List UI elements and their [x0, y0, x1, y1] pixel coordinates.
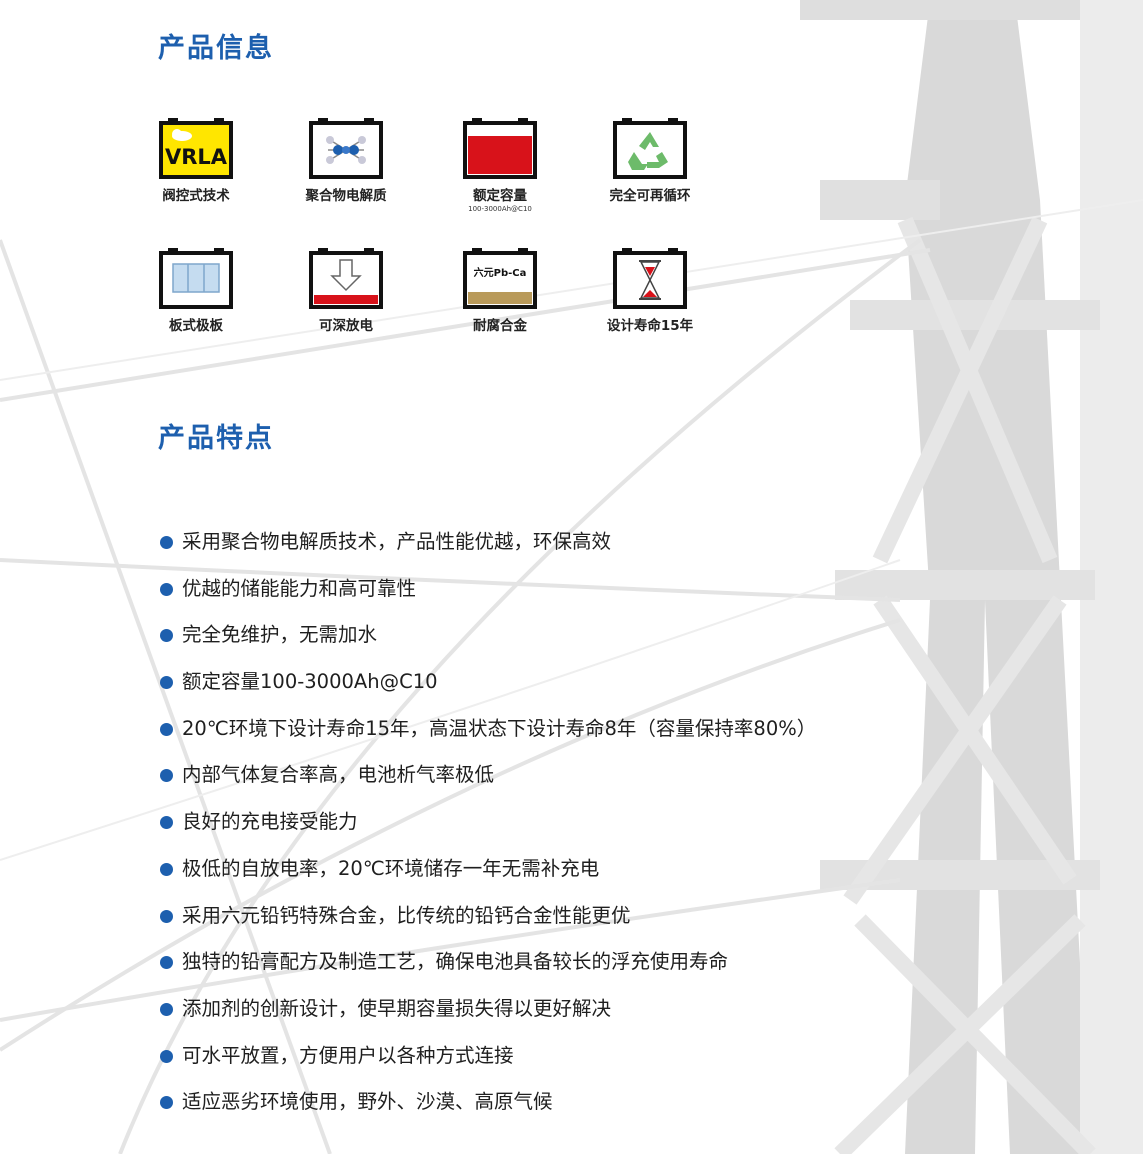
icon-label: 聚合物电解质: [305, 188, 387, 204]
feature-text: 额定容量100-3000Ah@C10: [182, 670, 438, 694]
capacity-battery-icon: [463, 118, 537, 179]
bullet-dot-icon: [160, 722, 173, 736]
icon-label: 设计寿命15年: [606, 318, 694, 334]
icon-cell-polymer: 聚合物电解质: [286, 116, 406, 204]
feature-text: 适应恶劣环境使用，野外、沙漠、高原气候: [182, 1090, 553, 1114]
feature-item: 适应恶劣环境使用，野外、沙漠、高原气候: [160, 1086, 816, 1133]
polymer-molecule-battery-icon: [309, 118, 383, 179]
feature-text: 内部气体复合率高，电池析气率极低: [182, 763, 495, 787]
icon-cell-capacity: 额定容量 100-3000Ah@C10: [440, 116, 560, 213]
alloy-battery-icon: 六元Pb-Ca: [463, 248, 537, 309]
feature-text: 完全免维护，无需加水: [182, 623, 378, 647]
feature-item: 采用聚合物电解质技术，产品性能优越，环保高效: [160, 526, 816, 573]
product-features-title: 产品特点: [158, 423, 274, 454]
feature-item: 极低的自放电率，20℃环境储存一年无需补充电: [160, 853, 816, 900]
icon-label: 板式极板: [169, 318, 223, 334]
feature-text: 优越的储能能力和高可靠性: [182, 576, 417, 600]
bullet-dot-icon: [160, 582, 173, 596]
icon-cell-alloy: 六元Pb-Ca 耐腐合金: [440, 246, 560, 334]
icon-cell-lifespan: 设计寿命15年: [590, 246, 710, 334]
hourglass-battery-icon: [613, 248, 687, 309]
icon-cell-deep-discharge: 可深放电: [286, 246, 406, 334]
icon-label: 完全可再循环: [609, 188, 691, 204]
bullet-dot-icon: [160, 956, 173, 970]
feature-text: 良好的充电接受能力: [182, 810, 358, 834]
vrla-battery-icon: VRLA: [159, 118, 233, 179]
feature-item: 添加剂的创新设计，使早期容量损失得以更好解决: [160, 993, 816, 1040]
product-info-icon-grid: VRLA 阀控式技术 聚合物电解质: [136, 116, 776, 346]
bullet-dot-icon: [160, 1096, 173, 1110]
icon-sublabel: 100-3000Ah@C10: [468, 205, 532, 213]
feature-item: 内部气体复合率高，电池析气率极低: [160, 759, 816, 806]
feature-item: 采用六元铅钙特殊合金，比传统的铅钙合金性能更优: [160, 900, 816, 947]
icon-cell-vrla: VRLA 阀控式技术: [136, 116, 256, 204]
icon-cell-plate: 板式极板: [136, 246, 256, 334]
feature-item: 额定容量100-3000Ah@C10: [160, 666, 816, 713]
vrla-badge-text: VRLA: [165, 145, 228, 169]
recycle-battery-icon: [613, 118, 687, 179]
alloy-badge-text: 六元Pb-Ca: [474, 266, 527, 279]
bullet-dot-icon: [160, 536, 173, 549]
feature-text: 采用聚合物电解质技术，产品性能优越，环保高效: [182, 530, 612, 553]
icon-cell-recycle: 完全可再循环: [590, 116, 710, 204]
deep-discharge-battery-icon: [309, 248, 383, 309]
feature-item: 完全免维护，无需加水: [160, 619, 816, 666]
feature-text: 添加剂的创新设计，使早期容量损失得以更好解决: [182, 996, 612, 1020]
feature-text: 极低的自放电率，20℃环境储存一年无需补充电: [182, 856, 600, 880]
plate-battery-icon: [159, 248, 233, 309]
feature-item: 优越的储能能力和高可靠性: [160, 573, 816, 620]
icon-label: 阀控式技术: [162, 188, 230, 204]
feature-text: 采用六元铅钙特殊合金，比传统的铅钙合金性能更优: [182, 903, 631, 927]
feature-text: 独特的铅膏配方及制造工艺，确保电池具备较长的浮充使用寿命: [182, 950, 729, 974]
feature-item: 可水平放置，方便用户以各种方式连接: [160, 1040, 816, 1087]
feature-item: 独特的铅膏配方及制造工艺，确保电池具备较长的浮充使用寿命: [160, 946, 816, 993]
feature-item: 良好的充电接受能力: [160, 806, 816, 853]
feature-text: 20℃环境下设计寿命15年，高温状态下设计寿命8年（容量保持率80%）: [182, 716, 817, 740]
icon-label: 额定容量: [473, 188, 527, 204]
feature-list: 采用聚合物电解质技术，产品性能优越，环保高效 优越的储能能力和高可靠性 完全免维…: [160, 526, 816, 1133]
icon-label: 耐腐合金: [473, 318, 527, 334]
bullet-dot-icon: [160, 676, 173, 690]
bullet-dot-icon: [160, 769, 173, 783]
bullet-dot-icon: [160, 862, 173, 876]
icon-label: 可深放电: [319, 318, 373, 334]
product-info-title: 产品信息: [158, 33, 274, 64]
bullet-dot-icon: [160, 816, 173, 830]
feature-text: 可水平放置，方便用户以各种方式连接: [182, 1043, 514, 1067]
bullet-dot-icon: [160, 909, 173, 923]
feature-item: 20℃环境下设计寿命15年，高温状态下设计寿命8年（容量保持率80%）: [160, 713, 816, 760]
bullet-dot-icon: [160, 1002, 173, 1016]
bullet-dot-icon: [160, 629, 173, 643]
bullet-dot-icon: [160, 1049, 173, 1063]
